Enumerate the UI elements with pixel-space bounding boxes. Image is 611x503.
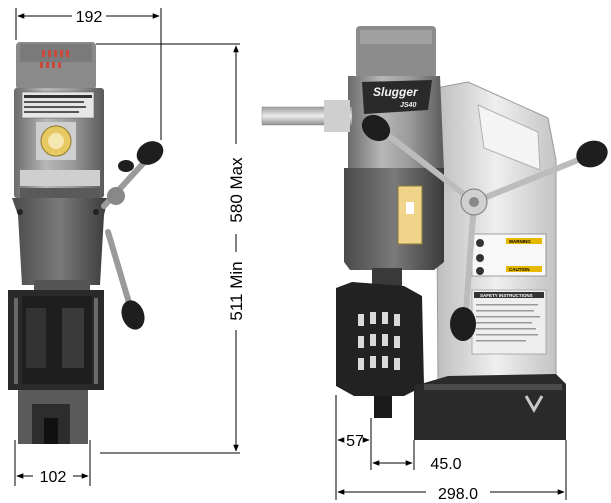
handle-hub <box>107 187 125 205</box>
dimension-label-45: 45.0 <box>430 456 461 473</box>
svg-text:JS40: JS40 <box>400 102 416 109</box>
dimension-label-102: 102 <box>40 469 67 486</box>
brand-badge <box>362 80 432 114</box>
svg-text:CAUTION: CAUTION <box>509 267 530 272</box>
dimension-label-298: 298.0 <box>438 486 478 503</box>
side-view-machine: WARNING CAUTION SAFETY INSTRUCTIONS Slug… <box>261 26 608 440</box>
front-view-machine <box>8 42 164 444</box>
dimension-label-580-max: 580 Max <box>227 157 246 223</box>
dimension-label-57: 57 <box>346 433 364 450</box>
dimension-overall-length: 298.0 <box>337 440 567 503</box>
handle-knob-right <box>576 140 608 168</box>
handle-knob-upper <box>136 141 164 165</box>
dimension-label-192: 192 <box>76 9 103 26</box>
handle-knob-lower <box>121 300 145 330</box>
svg-text:Slugger: Slugger <box>373 85 419 99</box>
svg-text:SAFETY INSTRUCTIONS: SAFETY INSTRUCTIONS <box>480 293 533 298</box>
drill-body <box>12 198 108 285</box>
handle-knob-bottom <box>450 307 476 341</box>
dimension-offset-57: 57 <box>335 395 372 500</box>
dimension-label-511-min: 511 Min <box>227 261 246 320</box>
safety-guard <box>8 290 104 390</box>
dimension-width-top: 192 <box>15 8 162 140</box>
vent-slots <box>40 50 69 68</box>
drill-body-side <box>344 168 444 270</box>
dimension-offset-45: 45.0 <box>372 440 462 473</box>
dimension-height: 580 Max 511 Min <box>96 43 246 454</box>
dimension-base-width: 102 <box>14 440 91 486</box>
handle-knob-left <box>361 114 391 142</box>
magnet-base-side <box>414 374 566 440</box>
svg-text:WARNING: WARNING <box>509 239 531 244</box>
safety-guard-side <box>336 282 424 396</box>
